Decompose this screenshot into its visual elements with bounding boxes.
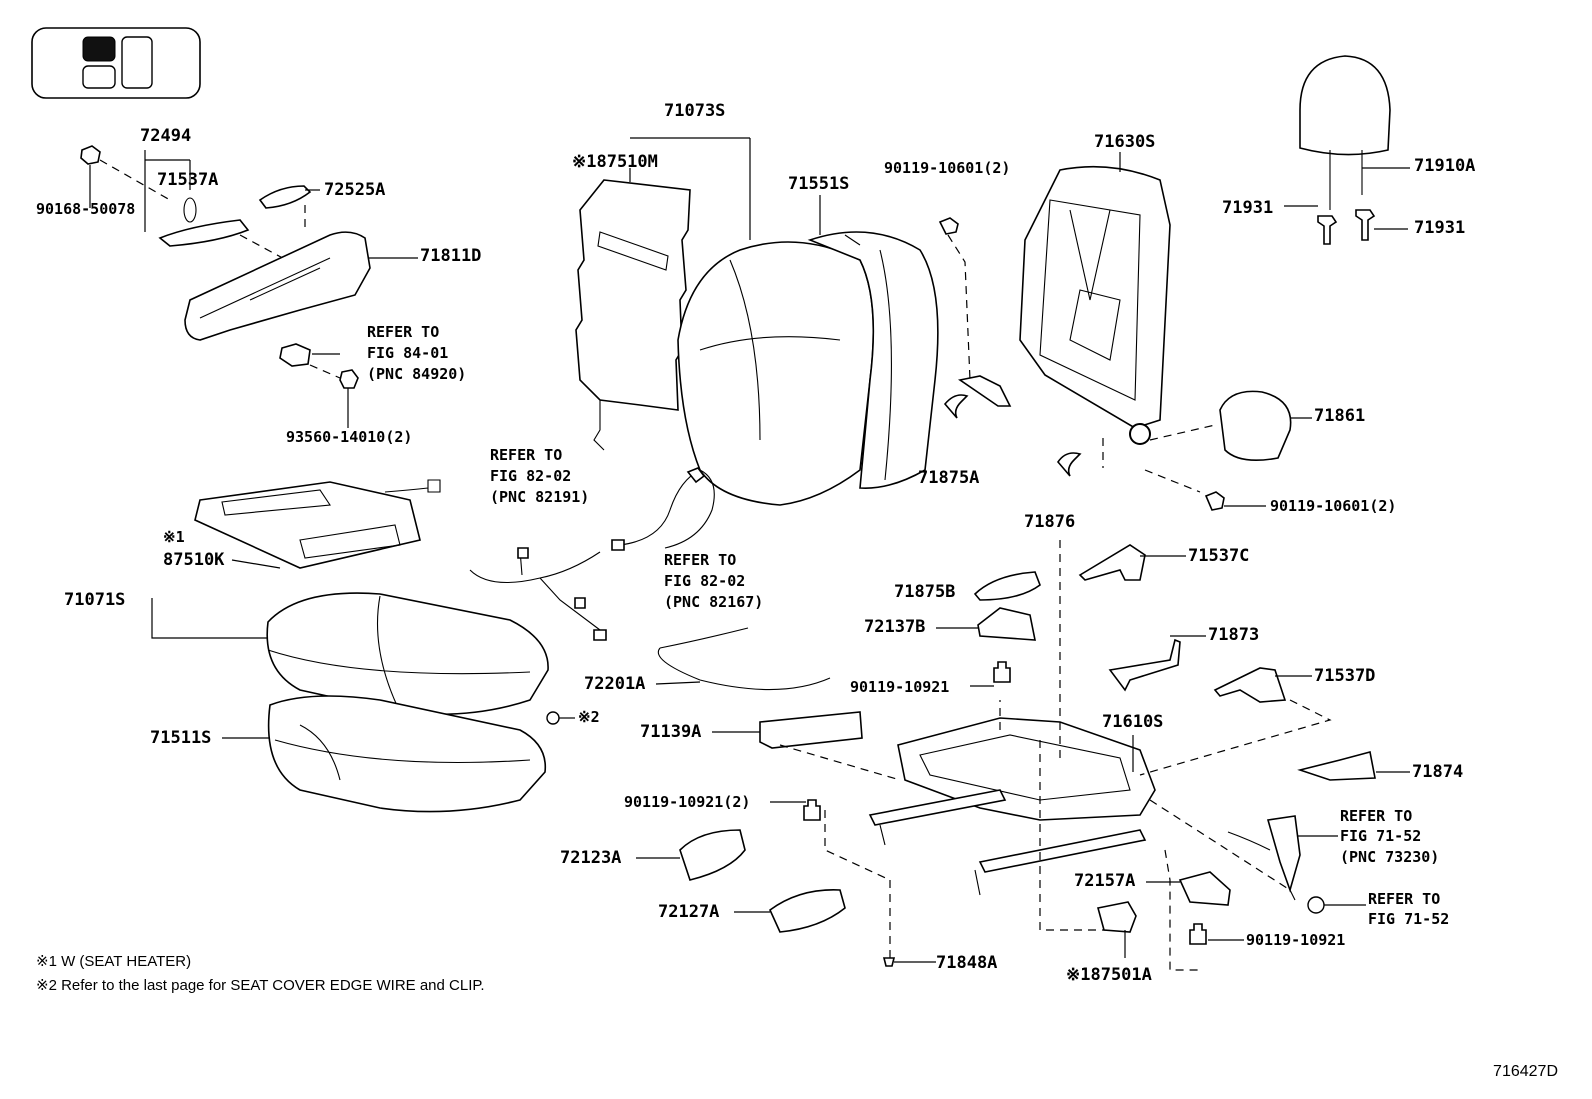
cushion-cover-drawing bbox=[151, 592, 575, 813]
part-number-71811D: 71811D bbox=[420, 246, 482, 266]
part-number-71876: 71876 bbox=[1024, 512, 1076, 532]
part-number-71551S: 71551S bbox=[788, 174, 850, 194]
reference-fig-82-02-b-line1: REFER TO bbox=[664, 551, 737, 569]
reference-fig-82-02-a-line1: REFER TO bbox=[490, 446, 563, 464]
part-number-71875B: 71875B bbox=[894, 582, 956, 602]
reference-fig-84-01-line1: REFER TO bbox=[367, 323, 440, 341]
reference-fig-71-52-b-line2: FIG 71-52 bbox=[1368, 910, 1450, 928]
reference-fig-82-02-b-line3: (PNC 82167) bbox=[664, 593, 764, 611]
part-number-90119-10601-mid: 90119-10601(2) bbox=[1270, 497, 1397, 515]
part-number-90119-10921-b: 90119-10921(2) bbox=[624, 793, 751, 811]
part-number-72494: 72494 bbox=[140, 126, 192, 146]
part-number-71071S: 71071S bbox=[64, 590, 126, 610]
part-number-71537D: 71537D bbox=[1314, 666, 1376, 686]
reference-fig-82-02-b-line2: FIG 82-02 bbox=[664, 572, 746, 590]
seat-belt-buckle-drawing bbox=[1149, 799, 1366, 914]
seat-adjuster-drawing bbox=[868, 540, 1156, 931]
part-number-71873: 71873 bbox=[1208, 625, 1260, 645]
part-number-72127A: 72127A bbox=[658, 902, 720, 922]
part-number-90119-10921-a: 90119-10921 bbox=[850, 678, 950, 696]
part-number-71630S: 71630S bbox=[1094, 132, 1156, 152]
seatback-cover-drawing bbox=[677, 195, 939, 506]
part-number-71537C: 71537C bbox=[1188, 546, 1250, 566]
part-number-93560-14010: 93560-14010(2) bbox=[286, 428, 413, 446]
reference-fig-71-52-a-line1: REFER TO bbox=[1340, 807, 1413, 825]
part-number-71139A: 71139A bbox=[640, 722, 702, 742]
part-number-71931-right: 71931 bbox=[1414, 218, 1466, 238]
part-number-72525A: 72525A bbox=[324, 180, 386, 200]
part-number-72201A: 72201A bbox=[584, 674, 646, 694]
part-number-72123A: 72123A bbox=[560, 848, 622, 868]
reference-fig-84-01-line3: (PNC 84920) bbox=[367, 365, 467, 383]
seat-position-locator-icon bbox=[31, 27, 201, 99]
part-number-71537A: 71537A bbox=[157, 170, 219, 190]
part-number-71931-left: 71931 bbox=[1222, 198, 1274, 218]
part-number-87501A: ※187501A bbox=[1066, 965, 1152, 985]
footnote-edge-wire: ※2 Refer to the last page for SEAT COVER… bbox=[36, 977, 485, 994]
footnote-seat-heater: ※1 W (SEAT HEATER) bbox=[36, 953, 192, 970]
reference-fig-84-01-line2: FIG 84-01 bbox=[367, 344, 449, 362]
figure-id: 716427D bbox=[1493, 1063, 1558, 1080]
part-number-71875A: 71875A bbox=[918, 468, 980, 488]
seat-heater-mark: ※1 bbox=[163, 528, 185, 546]
wire-harness-drawing bbox=[469, 467, 715, 641]
headrest-drawing bbox=[1284, 55, 1410, 245]
part-number-71848A: 71848A bbox=[936, 953, 998, 973]
side-cover-drawing bbox=[1102, 390, 1312, 511]
cushion-heater-pad-drawing bbox=[194, 479, 441, 569]
part-number-87510K: 87510K bbox=[163, 550, 225, 570]
part-number-71861: 71861 bbox=[1314, 406, 1366, 426]
part-number-90119-10921-c: 90119-10921 bbox=[1246, 931, 1346, 949]
reference-fig-71-52-b-line1: REFER TO bbox=[1368, 890, 1441, 908]
part-number-90168-50078: 90168-50078 bbox=[36, 200, 136, 218]
adjuster-covers-drawing bbox=[636, 544, 1410, 971]
reference-fig-71-52-a-line2: FIG 71-52 bbox=[1340, 827, 1422, 845]
part-number-72157A: 72157A bbox=[1074, 871, 1136, 891]
part-number-71874: 71874 bbox=[1412, 762, 1464, 782]
reference-fig-82-02-a-line3: (PNC 82191) bbox=[490, 488, 590, 506]
reference-fig-71-52-a-line3: (PNC 73230) bbox=[1340, 848, 1440, 866]
part-number-71073S: 71073S bbox=[664, 101, 726, 121]
seatback-frame-drawing bbox=[938, 152, 1171, 477]
edge-wire-drawing bbox=[655, 627, 831, 691]
reference-fig-82-02-a-line2: FIG 82-02 bbox=[490, 467, 572, 485]
part-number-71910A: 71910A bbox=[1414, 156, 1476, 176]
part-number-72137B: 72137B bbox=[864, 617, 926, 637]
part-number-90119-10601-top: 90119-10601(2) bbox=[884, 159, 1011, 177]
part-number-71511S: 71511S bbox=[150, 728, 212, 748]
part-number-87510M: ※187510M bbox=[572, 152, 658, 172]
edge-wire-clip-mark: ※2 bbox=[578, 708, 600, 726]
part-number-71610S: 71610S bbox=[1102, 712, 1164, 732]
armrest-assembly-drawing bbox=[80, 145, 418, 428]
seatback-heater-pad-drawing bbox=[575, 137, 751, 451]
